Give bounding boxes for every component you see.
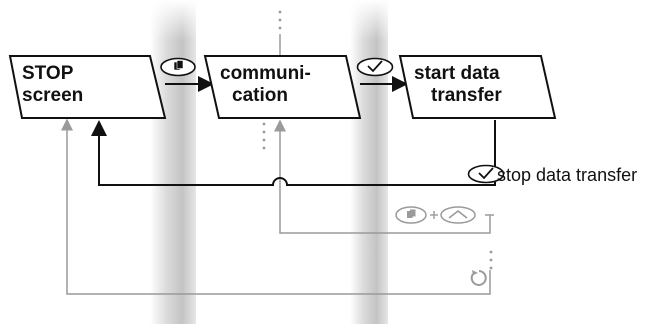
box-label-line: cation	[232, 85, 288, 106]
pages-button[interactable]	[395, 206, 427, 224]
pages-icon	[173, 60, 184, 71]
box-label-line: communi-	[220, 63, 311, 84]
check-icon	[478, 167, 494, 180]
reset-button[interactable]	[470, 270, 487, 286]
background-bands	[150, 0, 388, 324]
pages-icon	[407, 209, 416, 218]
grey-connectors	[61, 118, 494, 295]
rotate-icon	[470, 270, 487, 286]
box-label-line: start data	[414, 63, 500, 84]
check-icon	[367, 60, 383, 73]
pages-plus-up-combo	[395, 206, 476, 224]
dotted-lines	[262, 10, 493, 270]
box-label-line: transfer	[431, 85, 502, 106]
plus-sign	[430, 211, 438, 219]
check-button[interactable]	[356, 57, 394, 77]
box-label-line: screen	[22, 85, 83, 106]
box-label-line: STOP	[22, 63, 74, 84]
check-button[interactable]	[467, 164, 505, 184]
dark-connectors	[91, 76, 496, 186]
box-communication: communi- cation	[203, 55, 362, 119]
up-button[interactable]	[440, 206, 476, 224]
box-start-transfer: start data transfer	[398, 55, 557, 119]
pages-button[interactable]	[160, 57, 196, 77]
box-stop-screen: STOP screen	[8, 55, 167, 119]
chevron-up-icon	[448, 209, 468, 219]
stop-transfer-label: stop data transfer	[497, 165, 637, 185]
stop-transfer-return-line	[91, 120, 496, 186]
reset-return-line	[61, 118, 491, 295]
